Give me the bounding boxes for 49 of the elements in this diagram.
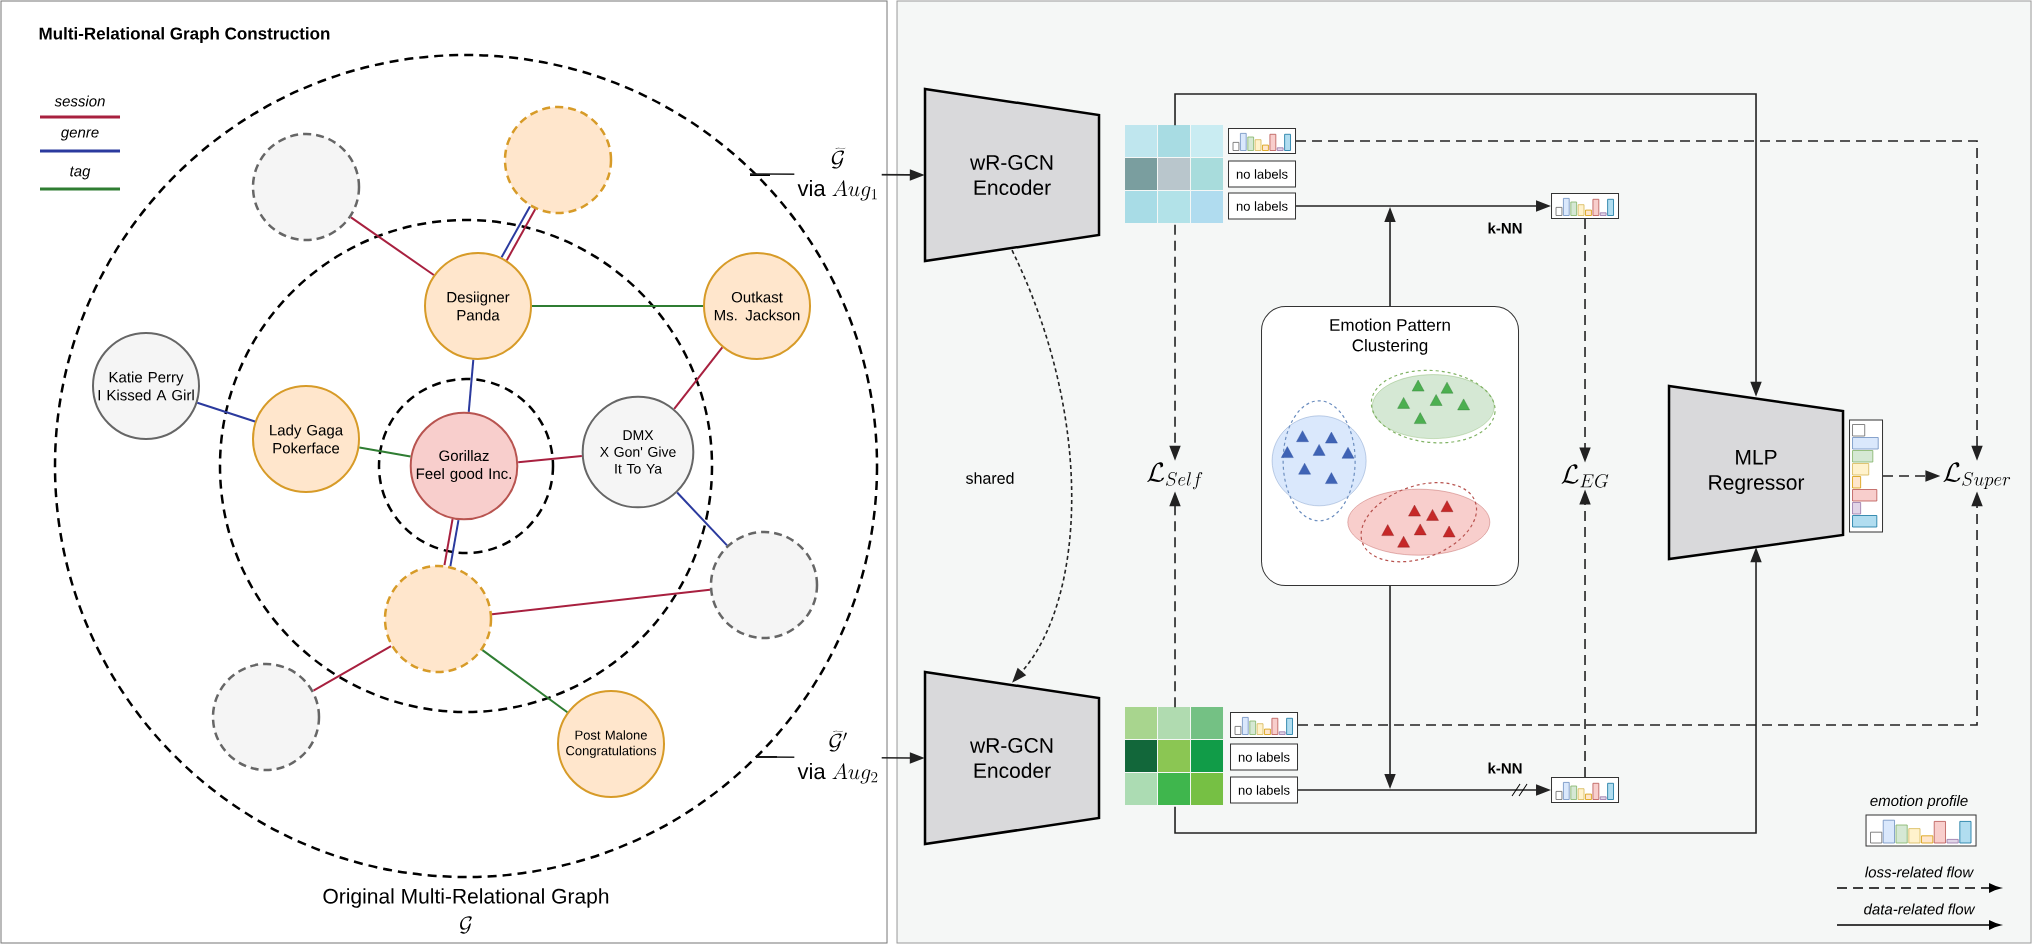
connector-line: [449, 519, 460, 568]
legend-label: genre: [60, 129, 99, 141]
connector-line: [443, 518, 454, 567]
label-box: no labels: [1230, 776, 1298, 804]
dashed-circle: [503, 105, 613, 215]
dashed-circle: [709, 530, 819, 640]
connector-line: [467, 358, 475, 413]
legend-label: tag: [70, 166, 91, 180]
edge-label: ${\widetilde{\mathcal{G}} \atop \mathrm{via}\ Aug_{1}}$: [794, 145, 882, 203]
dashed-circle: [383, 564, 493, 674]
legend-label: loss-related flow: [1865, 866, 1974, 878]
connector-line: [481, 649, 569, 714]
profile-icon: [1849, 419, 1884, 533]
connector-line: [531, 305, 704, 307]
connector-line: [358, 446, 412, 458]
connector-line: [491, 588, 711, 616]
encoder-trapezoid: wR-GCN Encoder: [923, 670, 1101, 846]
edge-label: shared: [963, 470, 1017, 486]
connector-line: [517, 454, 583, 464]
regressor-trapezoid: MLP Regressor: [1667, 384, 1845, 561]
dashed-circle: [251, 132, 361, 242]
connector-line: [312, 645, 393, 692]
dashed-circle: [211, 662, 321, 772]
edge-label: ${\widetilde{\mathcal{G}}' \atop \mathrm{via}\ Aug_{2}}$: [794, 728, 882, 786]
encoder-trapezoid: wR-GCN Encoder: [923, 87, 1101, 263]
panel-title: Multi-Relational Graph Construction: [39, 27, 330, 43]
histogram-icon: [1551, 193, 1619, 219]
legend-label: session: [54, 95, 105, 107]
connector-line: [673, 346, 724, 410]
histogram-icon: [1551, 777, 1619, 803]
embedding-grid: [1125, 125, 1223, 223]
embedding-grid: [1125, 707, 1223, 805]
label-box: no labels: [1228, 192, 1296, 220]
connector-line: [505, 208, 537, 262]
connector-line: [676, 491, 728, 547]
connector-line: [196, 401, 256, 423]
label-box: no labels: [1228, 160, 1296, 188]
connector-line: [350, 216, 435, 277]
loss-term: $\mathcal{L}_{Self}$: [1147, 462, 1203, 490]
legend-label: emotion profile: [1870, 795, 1968, 809]
legend-label: data-related flow: [1864, 903, 1976, 915]
connector-line: [500, 205, 531, 259]
graph-caption: $\mathcal{G}$: [460, 916, 472, 934]
loss-term: $\mathcal{L}_{EG}$: [1561, 464, 1609, 488]
loss-term: $\mathcal{L}_{Super}$: [1943, 462, 2011, 490]
graph-caption: Original Multi-Relational Graph: [323, 888, 609, 908]
label-box: no labels: [1230, 743, 1298, 771]
histogram-icon: [1228, 128, 1296, 154]
histogram-icon: [1230, 712, 1298, 738]
